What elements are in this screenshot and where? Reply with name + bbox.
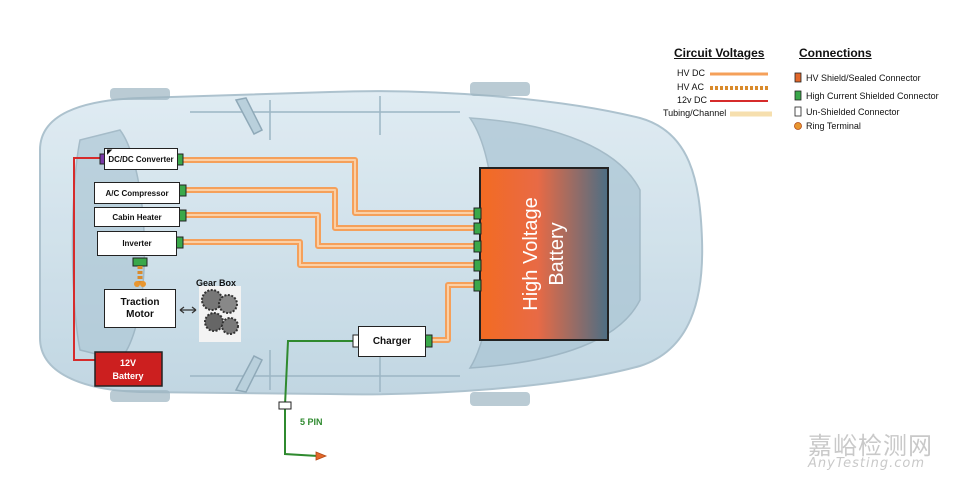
ac-compressor-label: A/C Compressor [105,188,169,198]
traction-motor: Traction Motor [104,289,176,328]
hv-battery: High Voltage Battery [473,167,609,341]
legend-12v-dc: 12v DC [677,95,708,105]
legend-connections-title: Connections [799,46,872,60]
ac-connector [178,184,187,197]
inverter-connector [175,236,184,249]
legend-ring-terminal: Ring Terminal [806,121,861,131]
dcdc-arrow-icon: ◤ [107,148,113,156]
legend-hv-shield: HV Shield/Sealed Connector [806,73,921,83]
legend-connections [794,72,802,130]
traction-motor-label-2: Motor [126,308,154,320]
hv-battery-connector [473,222,482,235]
legend-tubing: Tubing/Channel [663,108,727,118]
ac-compressor: A/C Compressor [94,182,180,204]
legend-voltages [710,72,772,117]
legend-hv-ac: HV AC [677,82,705,92]
traction-motor-label-1: Traction [120,296,160,308]
legend-high-current: High Current Shielded Connector [806,91,939,101]
charger-out-connector [424,334,433,348]
hv-battery-connector [473,279,482,292]
heater-connector [178,209,187,222]
watermark-cn: 嘉峪检测网 [808,432,933,460]
cable-hv-ac [132,257,148,287]
charger-label: Charger [372,336,412,347]
svg-text:Battery: Battery [112,371,143,381]
dcdc-converter: DC/DC Converter [104,148,178,170]
hv-cables [183,157,474,343]
cabin-heater-label: Cabin Heater [112,212,162,222]
five-pin-connector [278,401,292,410]
battery-12v: 12V Battery [94,351,163,387]
charge-plug-icon [315,451,328,461]
charger: Charger [358,326,426,357]
svg-text:12V: 12V [120,358,136,368]
watermark-en: AnyTesting.com [808,456,926,471]
cabin-heater: Cabin Heater [94,207,180,227]
legend-voltages-title: Circuit Voltages [674,46,765,60]
legend-unshielded: Un-Shielded Connector [806,107,900,117]
five-pin-label: 5 PIN [300,417,323,427]
hv-battery-label-2: Battery [546,222,568,285]
hv-battery-connector [473,259,482,272]
inverter-label: Inverter [122,239,152,248]
double-arrow-icon [179,306,197,314]
dcdc-converter-label: DC/DC Converter [108,154,174,164]
inverter: Inverter [97,231,177,256]
legend-hv-dc: HV DC [677,68,706,78]
gearbox-label: Gear Box [196,278,236,288]
gearbox-icon [199,286,241,342]
hv-battery-label-1: High Voltage [520,197,542,310]
hv-battery-connector [473,207,482,220]
hv-battery-connector [473,240,482,253]
cable-12v [73,157,103,361]
